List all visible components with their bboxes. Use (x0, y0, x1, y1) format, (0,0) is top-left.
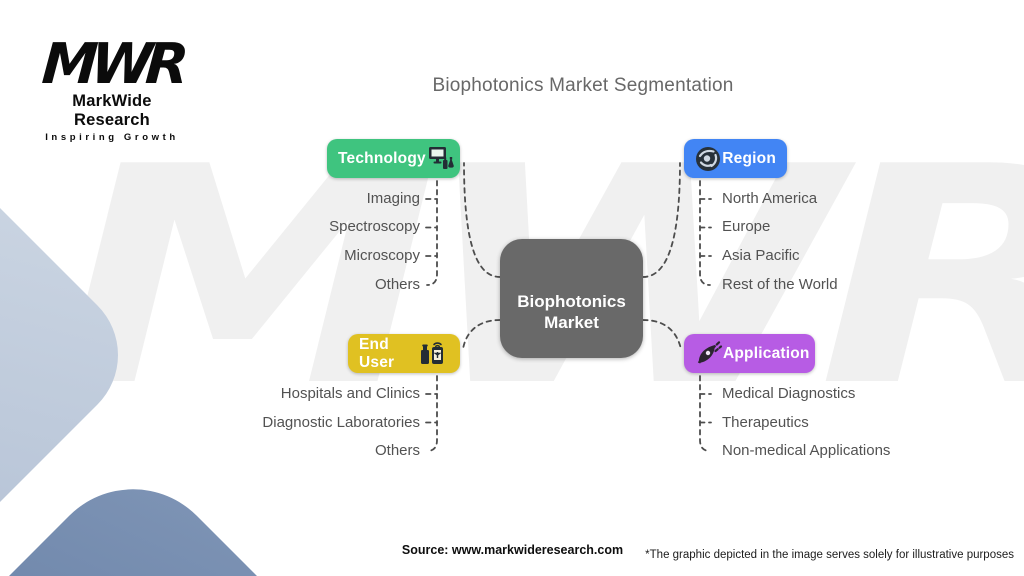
lab-computer-icon (426, 146, 454, 171)
logo-monogram: MWR (39, 32, 185, 97)
branch-label: Application (723, 344, 810, 362)
page-title: Biophotonics Market Segmentation (432, 75, 734, 96)
branch-label: Technology (338, 149, 426, 167)
segment-item-therapeutics: Therapeutics (722, 414, 809, 431)
branch-node-technology: Technology (327, 139, 460, 178)
segment-item-spectroscopy: Spectroscopy (329, 218, 420, 235)
branch-node-end-user: End User (348, 334, 460, 373)
source-text: Source: www.markwideresearch.com (401, 543, 624, 557)
disclaimer-text: *The graphic depicted in the image serve… (645, 549, 1014, 561)
segment-item-imaging: Imaging (366, 190, 420, 207)
segment-item-north-america: North America (722, 190, 818, 207)
decor-wedge-dark (0, 452, 529, 576)
segment-item-europe: Europe (722, 218, 771, 235)
center-node-biophotonics-market: Biophotonics Market (500, 239, 643, 358)
branch-node-application: Application (684, 334, 815, 373)
markwide-logo: MWR MarkWide Research Inspiring Growth (32, 32, 192, 143)
segment-item-non-medical-applications: Non-medical Applications (722, 442, 891, 459)
branch-label: End User (359, 335, 395, 371)
globe-icon (695, 146, 721, 172)
segment-item-diagnostic-laboratories: Diagnostic Laboratories (262, 414, 420, 431)
segment-item-others-tech: Others (374, 276, 420, 293)
medical-devices-icon (419, 341, 449, 367)
branch-node-region: Region (684, 139, 787, 178)
segment-item-microscopy: Microscopy (344, 247, 420, 264)
branch-label: Region (722, 149, 776, 167)
segment-item-asia-pacific: Asia Pacific (722, 247, 800, 264)
segment-item-others-enduser: Others (374, 442, 420, 459)
logo-name: MarkWide Research (72, 92, 152, 129)
rocket-icon (695, 340, 723, 367)
segment-item-rest-of-the-world: Rest of the World (722, 276, 838, 293)
logo-tagline: Inspiring Growth (45, 132, 179, 143)
center-node-label: Biophotonics Market (517, 291, 626, 332)
segment-item-medical-diagnostics: Medical Diagnostics (722, 385, 856, 402)
segment-item-hospitals-and-clinics: Hospitals and Clinics (280, 385, 420, 402)
